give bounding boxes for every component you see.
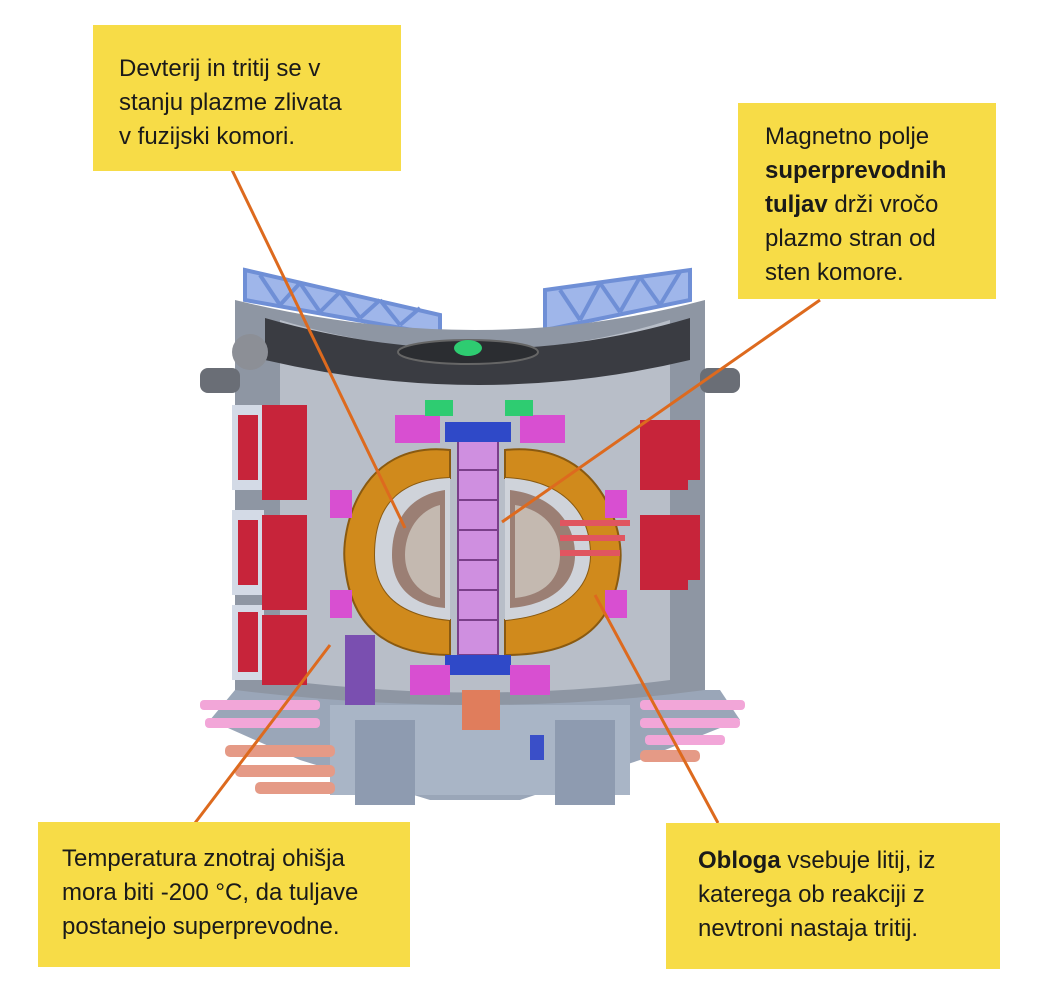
callout-bold-text: superprevodnih xyxy=(765,157,947,184)
callout-line: Magnetno polje xyxy=(765,123,930,150)
callout-line: plazmo stran od xyxy=(765,225,936,252)
callout-line: Temperatura znotraj ohišja xyxy=(62,845,345,872)
callout-bold-text: Obloga xyxy=(698,847,781,874)
poloidal-coils xyxy=(330,400,627,695)
side-panels xyxy=(200,334,740,685)
callout-blanket: Obloga vsebuje litij, iz katerega ob rea… xyxy=(666,823,1000,969)
callout-line: superprevodnih xyxy=(765,154,986,188)
right-toroidal-coil xyxy=(504,448,630,657)
callout-line: Devterij in tritij se v xyxy=(119,55,321,82)
callout-line: v fuzijski komori. xyxy=(119,123,296,150)
leader-lines xyxy=(193,169,821,824)
base-structure xyxy=(200,690,745,805)
callout-line: katerega ob reakciji z xyxy=(698,881,925,908)
support-column xyxy=(345,635,375,705)
callout-text: vsebuje litij, iz xyxy=(780,847,936,874)
callout-line: stanju plazme zlivata xyxy=(119,89,342,116)
left-toroidal-coil xyxy=(343,448,451,657)
callout-fusion-chamber: Devterij in tritij se v stanju plazme zl… xyxy=(93,25,401,171)
central-solenoid xyxy=(445,422,511,675)
callout-magnetic-field: Magnetno polje superprevodnih tuljav drž… xyxy=(738,103,996,299)
callout-line: postanejo superprevodne. xyxy=(62,913,340,940)
callout-line: sten komore. xyxy=(765,259,904,286)
callout-line: mora biti -200 °C, da tuljave xyxy=(62,879,359,906)
callout-line: Obloga vsebuje litij, iz xyxy=(698,844,990,878)
top-truss xyxy=(243,267,692,338)
callout-line: nevtroni nastaja tritij. xyxy=(698,915,919,942)
callout-text: drži vročo xyxy=(827,191,939,218)
callout-line: tuljav drži vročo xyxy=(765,188,986,222)
callout-bold-text: tuljav xyxy=(765,191,828,218)
callout-temperature: Temperatura znotraj ohišja mora biti -20… xyxy=(38,822,410,967)
